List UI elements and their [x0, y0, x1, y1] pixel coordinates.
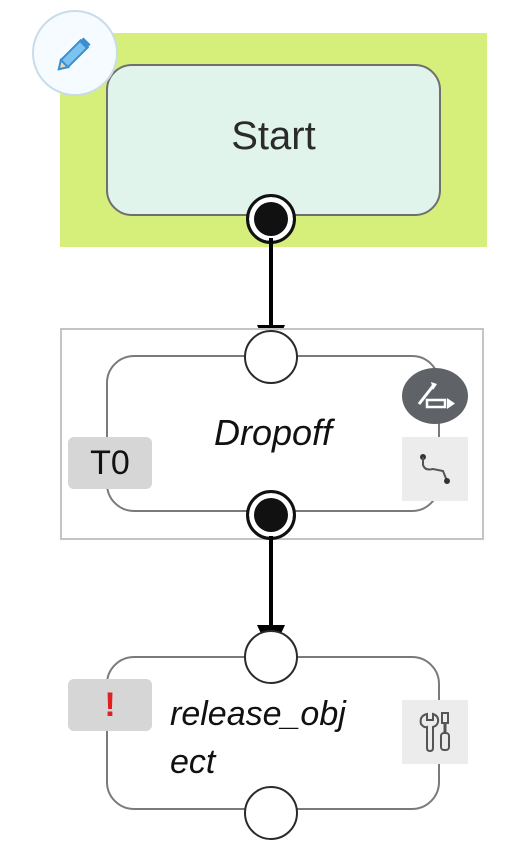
start-node-label: Start — [231, 113, 316, 158]
warning-badge: ! — [68, 679, 152, 731]
release-object-label: release_obj ect — [170, 695, 346, 781]
tool-button[interactable] — [402, 700, 468, 764]
route-icon — [417, 382, 455, 409]
dropoff-tag: T0 — [68, 437, 152, 489]
connector-dropoff-release — [269, 536, 273, 633]
edit-button[interactable] — [32, 10, 118, 96]
start-node[interactable]: Start — [106, 64, 441, 216]
pencil-icon — [57, 37, 91, 71]
release-input-port[interactable] — [244, 630, 298, 684]
wrench-screwdriver-icon — [419, 712, 450, 753]
connector-start-dropoff — [269, 238, 273, 333]
dropoff-input-port[interactable] — [244, 330, 298, 384]
start-output-port[interactable] — [246, 194, 296, 244]
dropoff-node-label: Dropoff — [213, 411, 333, 453]
dropoff-output-port[interactable] — [246, 490, 296, 540]
path-icon — [420, 454, 450, 484]
path-button[interactable] — [402, 437, 468, 501]
warning-icon: ! — [104, 685, 116, 724]
release-output-port[interactable] — [244, 786, 298, 840]
route-button[interactable] — [402, 368, 468, 424]
